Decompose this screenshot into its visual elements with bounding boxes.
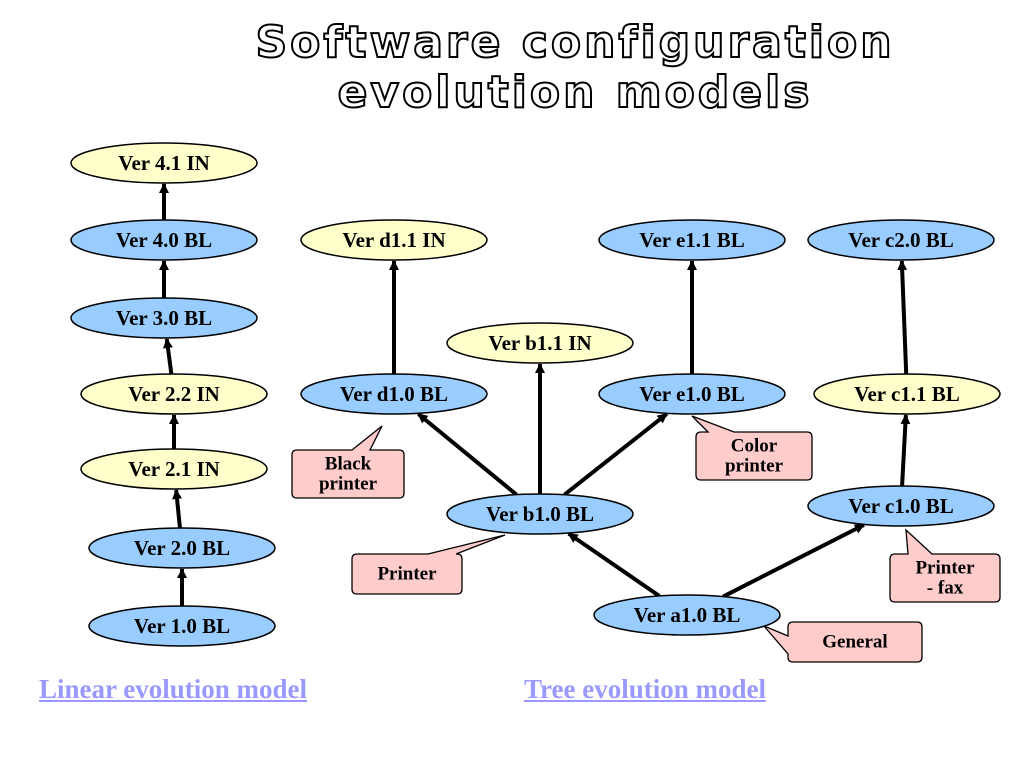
linear-model-caption[interactable]: Linear evolution model: [39, 674, 308, 704]
edge-a10-c10: [722, 523, 865, 599]
version-node-d11[interactable]: Ver d1.1 IN: [300, 219, 488, 261]
version-node-v41[interactable]: Ver 4.1 IN: [70, 142, 258, 184]
version-node-shape: [80, 373, 268, 415]
version-node-shape: [300, 373, 488, 415]
version-node-label: Ver a1.0 BL: [634, 603, 741, 627]
version-node-v30[interactable]: Ver 3.0 BL: [70, 297, 258, 339]
version-node-d10[interactable]: Ver d1.0 BL: [300, 373, 488, 415]
slide-title-line-1: Software configuration: [254, 17, 895, 69]
version-node-e10[interactable]: Ver e1.0 BL: [598, 373, 786, 415]
version-node-v22[interactable]: Ver 2.2 IN: [80, 373, 268, 415]
version-node-e11[interactable]: Ver e1.1 BL: [598, 219, 786, 261]
version-node-label: Ver 4.1 IN: [118, 151, 210, 175]
version-node-label: Ver 2.2 IN: [128, 382, 220, 406]
callout-general: General: [763, 621, 923, 663]
version-node-shape: [598, 373, 786, 415]
callout-shape: [351, 534, 506, 595]
callout-shape: [691, 415, 813, 481]
version-node-b10[interactable]: Ver b1.0 BL: [446, 493, 634, 535]
edges-layer: [159, 183, 911, 606]
version-node-shape: [446, 322, 634, 364]
version-node-label: Ver d1.0 BL: [340, 382, 448, 406]
version-node-a10[interactable]: Ver a1.0 BL: [593, 594, 781, 636]
version-node-v10[interactable]: Ver 1.0 BL: [88, 605, 276, 647]
version-node-shape: [88, 527, 276, 569]
tree-model-caption[interactable]: Tree evolution model: [524, 674, 766, 704]
version-node-shape: [70, 219, 258, 261]
edge-b10-d10: [417, 412, 518, 497]
edge-a10-b10: [567, 532, 661, 598]
version-node-shape: [88, 605, 276, 647]
version-node-shape: [300, 219, 488, 261]
callout-text-line: - fax: [927, 578, 964, 599]
version-node-label: Ver b1.0 BL: [486, 502, 594, 526]
callout-text-line: printer: [319, 474, 378, 495]
callout-text-line: Printer: [377, 564, 437, 585]
version-node-label: Ver c2.0 BL: [848, 228, 954, 252]
version-node-v40[interactable]: Ver 4.0 BL: [70, 219, 258, 261]
callout-text-line: printer: [725, 456, 784, 477]
version-node-b11[interactable]: Ver b1.1 IN: [446, 322, 634, 364]
callout-printer: Printer: [351, 534, 506, 595]
version-node-label: Ver e1.0 BL: [639, 382, 745, 406]
version-node-label: Ver 4.0 BL: [116, 228, 212, 252]
nodes-layer: Ver 4.1 IN Ver 4.0 BL Ver 3.0 BL Ver 2.2 IN…: [70, 142, 1001, 647]
callout-text-line: Black: [325, 454, 372, 475]
version-node-label: Ver d1.1 IN: [342, 228, 445, 252]
version-node-label: Ver 2.0 BL: [134, 536, 230, 560]
version-node-shape: [813, 373, 1001, 415]
slide-title-line-2: evolution models: [337, 67, 813, 119]
edge-c11-c20: [897, 259, 909, 375]
version-node-shape: [80, 448, 268, 490]
version-node-shape: [70, 142, 258, 184]
callout-printer-fax: Printer- fax: [889, 528, 1001, 603]
version-node-c20[interactable]: Ver c2.0 BL: [807, 219, 995, 261]
callout-shape: [291, 425, 405, 499]
version-node-c10[interactable]: Ver c1.0 BL: [807, 485, 995, 527]
slide-title: Software configuration evolution models: [0, 17, 1024, 119]
version-node-label: Ver 1.0 BL: [134, 614, 230, 638]
version-node-shape: [807, 485, 995, 527]
version-node-label: Ver 3.0 BL: [116, 306, 212, 330]
version-node-label: Ver 2.1 IN: [128, 457, 220, 481]
version-node-shape: [807, 219, 995, 261]
version-node-label: Ver b1.1 IN: [488, 331, 591, 355]
edge-v20-v21: [172, 488, 183, 529]
version-node-label: Ver c1.0 BL: [848, 494, 954, 518]
callout-shape: [889, 528, 1001, 603]
version-node-v21[interactable]: Ver 2.1 IN: [80, 448, 268, 490]
callout-text-line: Printer: [915, 558, 975, 579]
version-node-shape: [446, 493, 634, 535]
callout-text-line: General: [822, 632, 887, 653]
edge-v22-v30: [162, 337, 174, 375]
version-node-label: Ver e1.1 BL: [639, 228, 745, 252]
callout-shape: [763, 621, 923, 663]
edge-b10-e10: [563, 412, 669, 497]
version-node-shape: [593, 594, 781, 636]
version-node-shape: [70, 297, 258, 339]
version-node-v20[interactable]: Ver 2.0 BL: [88, 527, 276, 569]
version-node-c11[interactable]: Ver c1.1 BL: [813, 373, 1001, 415]
callout-text-line: Color: [731, 436, 778, 457]
version-node-label: Ver c1.1 BL: [854, 382, 960, 406]
edge-c10-c11: [900, 413, 911, 487]
version-node-shape: [598, 219, 786, 261]
